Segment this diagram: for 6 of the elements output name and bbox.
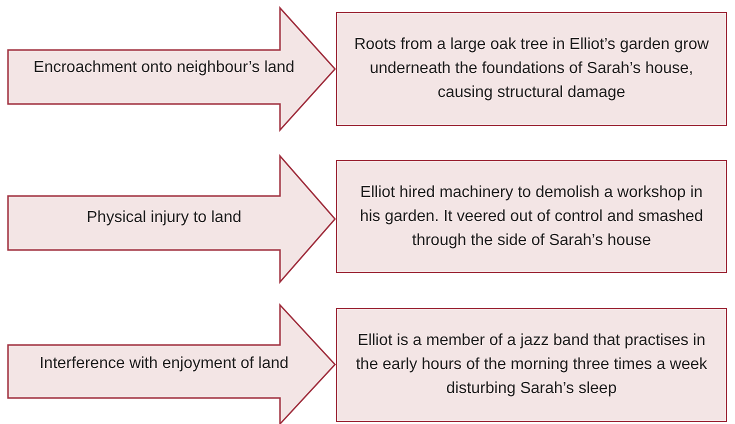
description-box: Elliot is a member of a jazz band that practises in the early hours of the morning three times a week disturbing Sarah’s sleep — [336, 308, 727, 422]
description-box: Roots from a large oak tree in Elliot’s garden grow underneath the foundations of Sarah’s house, causing structural damage — [336, 12, 727, 126]
arrow-label: Encroachment onto neighbour’s land — [32, 59, 296, 77]
arrow-label: Physical injury to land — [86, 209, 242, 227]
arrow-label: Interference with enjoyment of land — [38, 354, 290, 372]
description-box: Elliot hired machinery to demolish a workshop in his garden. It veered out of control and smashed through the side of Sarah’s house — [336, 160, 727, 273]
